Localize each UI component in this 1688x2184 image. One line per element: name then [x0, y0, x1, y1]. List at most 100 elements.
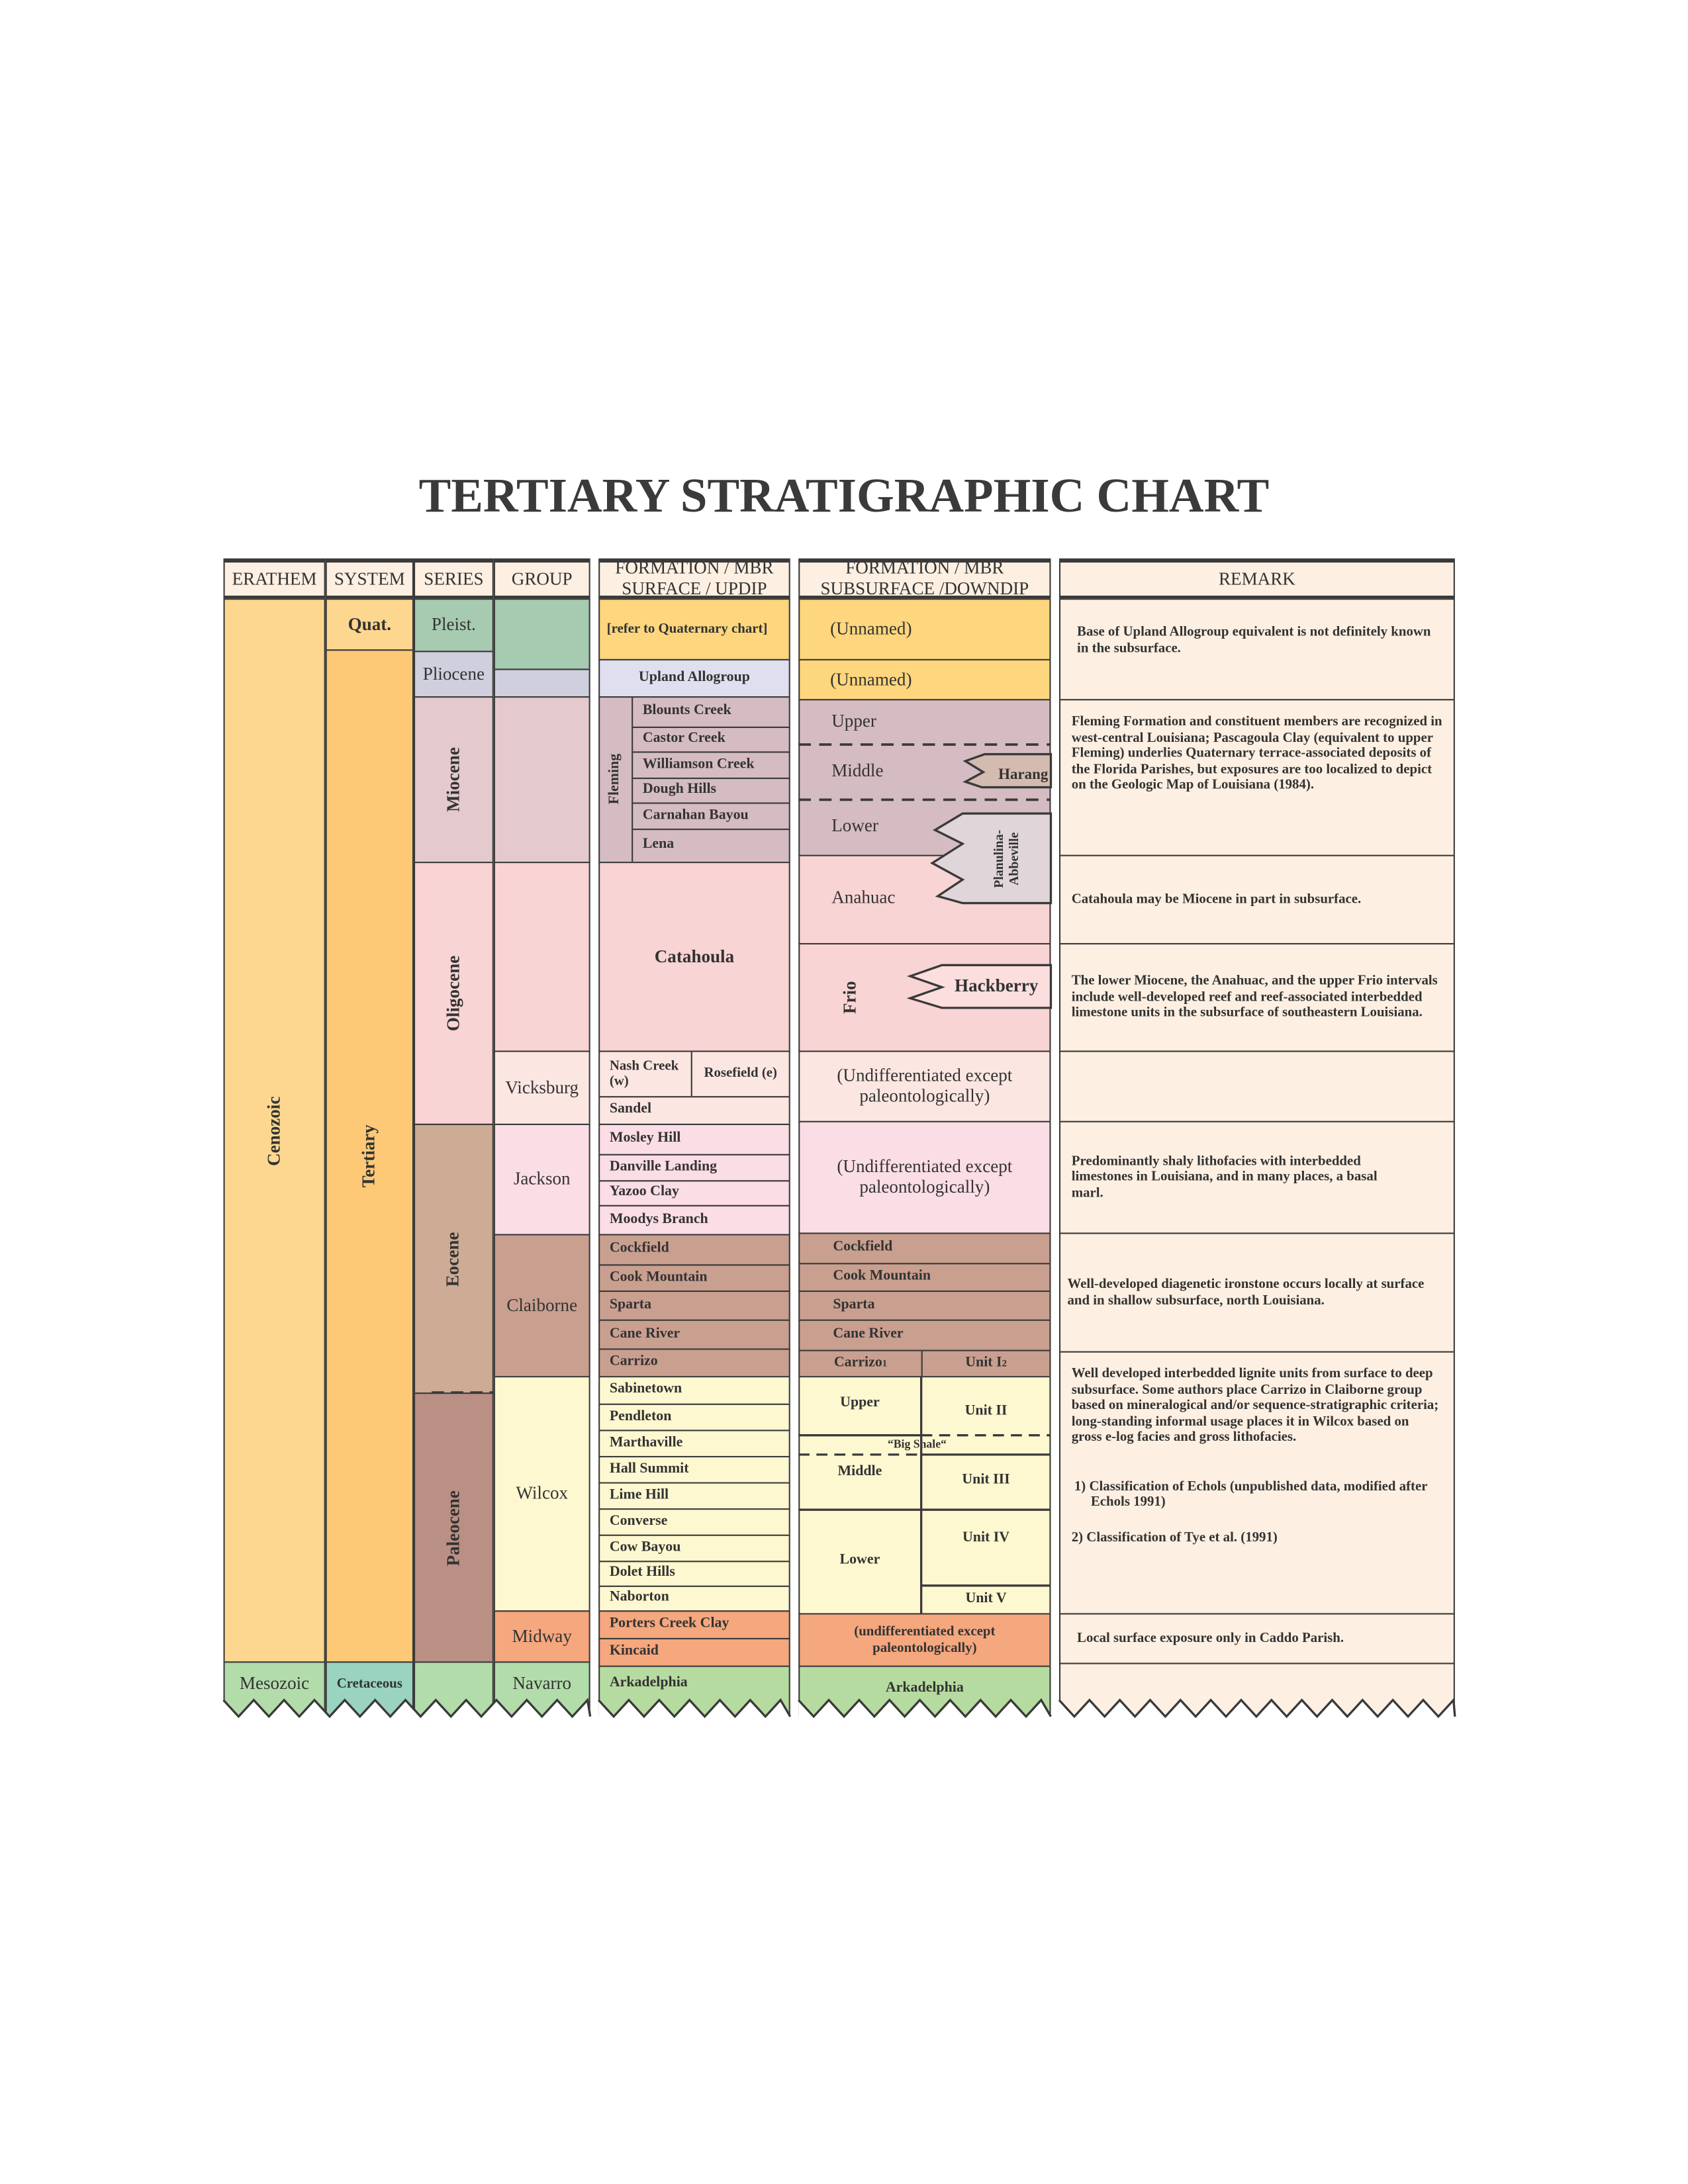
- surface-fleming-label: Fleming: [607, 754, 623, 805]
- subsurface-lower: Lower: [831, 814, 878, 835]
- group-navarro: Navarro: [493, 1661, 590, 1717]
- subsurface-cane-river: Cane River: [798, 1319, 1051, 1351]
- header-subsurface-line1: FORMATION / MBR: [845, 558, 1004, 578]
- subsurface-planulina-abbeville: Planulina-Abbeville: [965, 816, 1051, 901]
- series-miocene-label: Miocene: [442, 747, 463, 812]
- header-system: SYSTEM: [325, 558, 414, 600]
- surface-lena: Lena: [632, 829, 790, 864]
- system-tertiary: Tertiary: [325, 649, 414, 1663]
- remark-lower-miocene: The lower Miocene, the Anahuac, and the …: [1058, 942, 1455, 1052]
- system-quaternary: Quat.: [325, 598, 414, 651]
- subsurface-hackberry: Hackberry: [955, 974, 1039, 996]
- remark-navarro: [1058, 1662, 1455, 1717]
- subsurface-frio-label: Frio: [839, 981, 860, 1015]
- group-claiborne: Claiborne: [493, 1234, 590, 1378]
- subsurface-anahuac-label: Anahuac: [831, 886, 896, 907]
- series-eocene: Eocene: [413, 1123, 494, 1394]
- remark-vicksburg: [1058, 1050, 1455, 1122]
- subsurface-wilcox-upper: Upper: [840, 1395, 880, 1411]
- subsurface-carrizo-label: Carrizo: [833, 1355, 882, 1371]
- surface-danville-landing: Danville Landing: [598, 1154, 790, 1182]
- surface-marthaville: Marthaville: [598, 1430, 790, 1458]
- remark-jackson: Predominantly shaly lithofacies with int…: [1058, 1120, 1455, 1234]
- group-oligocene: [493, 862, 590, 1052]
- system-cretaceous: Cretaceous: [325, 1661, 414, 1717]
- surface-cockfield: Cockfield: [598, 1234, 790, 1266]
- header-surface-line2: SURFACE / UPDIP: [622, 577, 767, 599]
- surface-porters-creek-clay: Porters Creek Clay: [598, 1610, 790, 1640]
- header-erathem: ERATHEM: [223, 558, 326, 600]
- subsurface-arkadelphia: Arkadelphia: [798, 1665, 1051, 1717]
- group-pliocene: [493, 668, 590, 698]
- remark-upland: Base of Upland Allogroup equivalent is n…: [1058, 598, 1455, 701]
- surface-blounts-creek: Blounts Creek: [632, 696, 790, 728]
- subsurface-middle: Middle: [831, 758, 884, 780]
- subsurface-wilcox-lower: Lower: [839, 1552, 880, 1568]
- surface-cane-river: Cane River: [598, 1319, 790, 1350]
- subsurface-wilcox-middle: Middle: [837, 1464, 882, 1480]
- remark-wilcox-text: Well developed interbedded lignite units…: [1071, 1366, 1439, 1445]
- chart-title: TERTIARY STRATIGRAPHIC CHART: [418, 469, 1270, 523]
- series-pliocene: Pliocene: [413, 651, 494, 698]
- erathem-cenozoic: Cenozoic: [223, 598, 326, 1663]
- group-jackson: Jackson: [493, 1123, 590, 1236]
- footnote-1: 1) Classification of Echols (unpublished…: [1074, 1479, 1428, 1510]
- series-eocene-label: Eocene: [442, 1231, 463, 1287]
- surface-kincaid: Kincaid: [598, 1637, 790, 1667]
- surface-nash-creek: Nash Creek (w): [598, 1050, 692, 1098]
- subsurface-cockfield: Cockfield: [798, 1232, 1051, 1265]
- subsurface-unit-4: Unit IV: [962, 1530, 1010, 1546]
- series-oligocene: Oligocene: [413, 862, 494, 1125]
- group-miocene: [493, 696, 590, 864]
- surface-moodys-branch: Moodys Branch: [598, 1205, 790, 1236]
- system-tertiary-label: Tertiary: [357, 1124, 379, 1188]
- surface-naborton: Naborton: [598, 1585, 790, 1612]
- subsurface-unnamed-2: (Unnamed): [798, 659, 1051, 701]
- series-cretaceous: [413, 1661, 494, 1717]
- surface-cow-bayou: Cow Bayou: [598, 1534, 790, 1563]
- subsurface-midway-undiff: (undifferentiated except paleontological…: [798, 1613, 1051, 1667]
- erathem-cenozoic-label: Cenozoic: [262, 1095, 284, 1165]
- subsurface-big-shale: “Big Shale“: [887, 1435, 947, 1450]
- subsurface-wilcox-block: [798, 1376, 1051, 1615]
- planulina-abbeville-label: Planulina-Abbeville: [993, 830, 1023, 888]
- surface-mosley-hill: Mosley Hill: [598, 1123, 790, 1156]
- subsurface-unit-3: Unit III: [962, 1472, 1010, 1488]
- surface-arkadelphia: Arkadelphia: [598, 1665, 790, 1717]
- surface-pendleton: Pendleton: [598, 1403, 790, 1432]
- surface-carnahan-bayou: Carnahan Bayou: [632, 802, 790, 831]
- series-pleistocene: Pleist.: [413, 598, 494, 653]
- subsurface-unit-2: Unit II: [964, 1403, 1008, 1419]
- footnote-marker-1: 1: [882, 1357, 888, 1369]
- subsurface-jackson-undiff: (Undifferentiated except paleontological…: [798, 1120, 1051, 1234]
- surface-rosefield: Rosefield (e): [690, 1050, 790, 1098]
- series-oligocene-label: Oligocene: [442, 955, 463, 1032]
- series-miocene: Miocene: [413, 696, 494, 864]
- surface-hall-summit: Hall Summit: [598, 1455, 790, 1484]
- subsurface-sparta: Sparta: [798, 1290, 1051, 1321]
- surface-fleming: Fleming: [598, 696, 633, 864]
- surface-sparta: Sparta: [598, 1290, 790, 1321]
- surface-quaternary-ref: [refer to Quaternary chart]: [598, 598, 790, 660]
- abbeville-label: Abbeville: [1008, 832, 1022, 886]
- surface-carrizo: Carrizo: [598, 1348, 790, 1378]
- surface-upland-allogroup: Upland Allogroup: [598, 659, 790, 698]
- group-vicksburg: Vicksburg: [493, 1050, 590, 1125]
- surface-sandel: Sandel: [598, 1096, 790, 1125]
- footnote-2: 2) Classification of Tye et al. (1991): [1071, 1529, 1278, 1545]
- subsurface-unnamed-1: (Unnamed): [798, 598, 1051, 660]
- surface-williamson-creek: Williamson Creek: [632, 751, 790, 780]
- surface-dough-hills: Dough Hills: [632, 777, 790, 804]
- remark-wilcox: Well developed interbedded lignite units…: [1058, 1351, 1455, 1615]
- header-series: SERIES: [413, 558, 494, 600]
- surface-sabinetown: Sabinetown: [598, 1376, 790, 1405]
- group-wilcox: Wilcox: [493, 1376, 590, 1612]
- planulina-label: Planulina-: [993, 829, 1007, 888]
- header-subsurface-line2: SUBSURFACE /DOWNDIP: [820, 577, 1029, 599]
- surface-yazoo-clay: Yazoo Clay: [598, 1180, 790, 1206]
